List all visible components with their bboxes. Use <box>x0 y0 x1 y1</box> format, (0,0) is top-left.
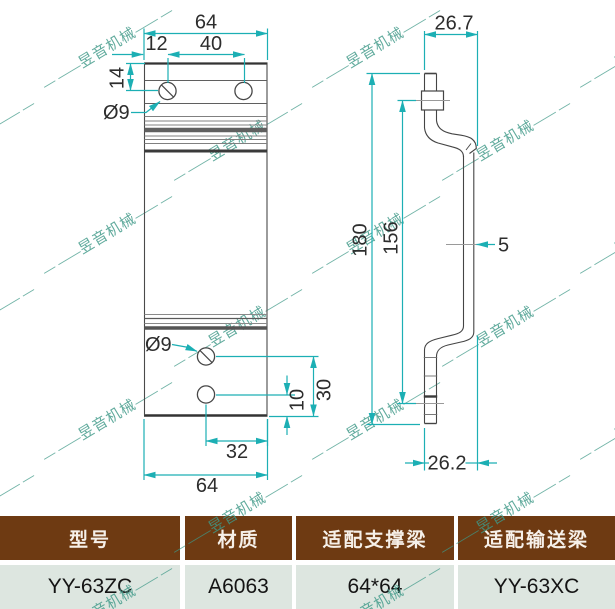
spec-table-header-row: 型号 材质 适配支撑梁 适配输送梁 <box>0 516 615 560</box>
watermark: ― ――昱音机械―― ― <box>575 396 615 465</box>
watermark: ― ――昱音机械―― ― <box>39 375 176 465</box>
dim-side-total-height: 180 <box>349 223 371 256</box>
dim-front-width-top: 64 <box>195 12 217 34</box>
watermark: ― ――昱音机械―― ― <box>168 0 307 2</box>
front-view: 64 12 40 14 Ø9 Ø9 30 10 32 64 <box>103 12 335 498</box>
spec-table-header-cell: 适配输送梁 <box>458 516 615 560</box>
spec-table: 型号 材质 适配支撑梁 适配输送梁 YY-63ZC A6063 64*64 YY… <box>0 516 615 609</box>
watermark: ― ――昱音机械―― ― <box>0 96 38 165</box>
spec-table-header-cell: 适配支撑梁 <box>296 516 454 560</box>
dim-front-top-edge: 14 <box>106 67 128 89</box>
dim-side-inner-height: 156 <box>380 221 402 254</box>
dim-side-plate-thickness: 5 <box>498 235 509 257</box>
watermark: ― ――昱音机械―― ― <box>307 375 444 465</box>
dim-front-32: 32 <box>226 441 248 463</box>
dim-side-bottom-width: 26.2 <box>428 453 467 475</box>
hole-label-top: Ø9 <box>103 102 130 124</box>
dim-front-hole-spacing: 40 <box>200 33 222 55</box>
drawing-canvas: 64 12 40 14 Ø9 Ø9 30 10 32 64 <box>103 12 509 498</box>
spec-table-header-cell: 型号 <box>0 516 180 560</box>
watermark: ― ――昱音机械―― ― <box>437 96 574 186</box>
watermark: ― ――昱音机械―― ― <box>437 282 574 372</box>
watermark: ― ――昱音机械―― ― <box>0 0 38 2</box>
hole-label-bottom: Ø9 <box>145 334 172 356</box>
spec-table-header-cell: 材质 <box>185 516 292 560</box>
watermark: ― ――昱音机械―― ― <box>39 189 176 279</box>
watermark: ― ――昱音机械―― ― <box>307 3 444 93</box>
watermark: ― ――昱音机械―― ― <box>575 210 615 279</box>
watermark: ― ――昱音机械―― ― <box>436 0 575 2</box>
watermark: ― ――昱音机械―― ― <box>307 189 444 279</box>
dim-side-top-width: 26.7 <box>435 13 474 35</box>
watermark: ― ――昱音机械―― ― <box>0 282 38 351</box>
spec-table-body-row: YY-63ZC A6063 64*64 YY-63XC <box>0 565 615 609</box>
side-view: 26.7 180 156 5 26.2 <box>349 13 509 475</box>
dim-front-10: 10 <box>286 389 308 411</box>
watermark: ― ――昱音机械―― ― <box>169 282 306 372</box>
dim-front-offset-left: 12 <box>145 33 167 55</box>
spec-table-cell: 64*64 <box>296 565 454 609</box>
watermark: ― ――昱音机械―― ― <box>39 3 176 93</box>
watermark: ― ――昱音机械―― ― <box>169 96 306 186</box>
spec-table-cell: YY-63ZC <box>0 565 180 609</box>
dim-front-width-bottom: 64 <box>196 475 218 497</box>
spec-table-cell: YY-63XC <box>458 565 615 609</box>
spec-table-cell: A6063 <box>185 565 292 609</box>
watermark: ― ――昱音机械―― ― <box>575 24 615 93</box>
dim-front-30: 30 <box>313 379 335 401</box>
